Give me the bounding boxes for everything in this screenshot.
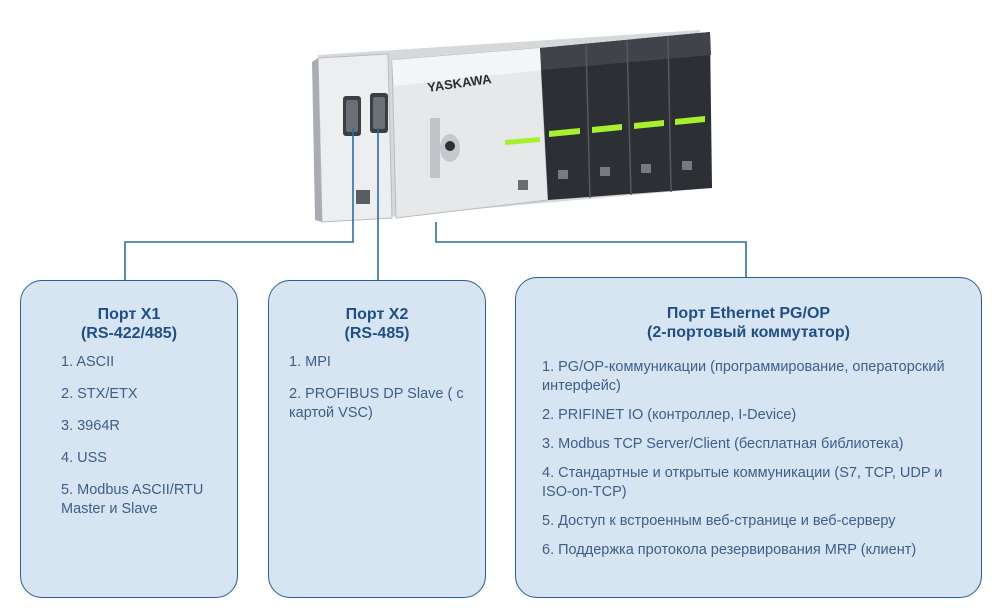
port-ethernet-title: Порт Ethernet PG/OP (2-портовый коммутат… [516,304,981,342]
list-item: 4. USS [61,450,107,466]
port-x2-list: 1. MPI 2. PROFIBUS DP Slave ( с картой V… [289,353,479,436]
connector-ethernet [435,222,747,277]
list-item: 2. STX/ETX [61,386,138,402]
port-x1-box: Порт X1 (RS-422/485) 1. ASCII 2. STX/ETX… [20,280,238,598]
port-x2-title-line2: (RS-485) [344,325,410,342]
list-item: 6. Поддержка протокола резервирования MR… [542,542,917,558]
connector-x1 [124,128,354,280]
port-ethernet-title-line1: Порт Ethernet PG/OP [666,305,831,322]
list-item: 1. MPI [289,354,331,370]
list-item: 3. 3964R [61,418,120,434]
port-x2-title: Порт X2 (RS-485) [269,305,485,343]
list-item: 2. PROFIBUS DP Slave ( с картой VSC) [289,386,464,421]
cpu-module: YASKAWA [391,47,549,219]
list-item: 3. Modbus TCP Server/Client (бесплатная … [542,436,904,452]
port-ethernet-title-line2: (2-портовый коммутатор) [647,324,850,341]
port-ethernet-list: 1. PG/OP-коммуникации (программирование,… [542,358,974,570]
connector-lines [124,128,747,280]
list-item: 1. PG/OP-коммуникации (программирование,… [542,359,945,394]
port-x2-box: Порт X2 (RS-485) 1. MPI 2. PROFIBUS DP S… [268,280,486,598]
list-item: 1. ASCII [61,354,115,370]
list-item: 2. PRIFINET IO (контроллер, I-Device) [542,407,797,423]
port-x2-title-line1: Порт X2 [345,306,409,323]
list-item: 5. Доступ к встроенным веб-странице и ве… [542,513,896,529]
port-x1-title-line2: (RS-422/485) [80,325,178,342]
port-x1-list: 1. ASCII 2. STX/ETX 3. 3964R 4. USS 5. M… [61,353,231,532]
port-x1-title-line1: Порт X1 [97,306,161,323]
port-x1-title: Порт X1 (RS-422/485) [21,305,237,343]
port-ethernet-box: Порт Ethernet PG/OP (2-портовый коммутат… [515,277,982,598]
comm-module [312,53,393,223]
list-item: 4. Стандартные и открытые коммуникации (… [542,465,943,500]
io-modules [540,32,712,200]
plc-device-image: YASKAWA [312,30,712,223]
list-item: 5. Modbus ASCII/RTU Master и Slave [61,482,204,517]
